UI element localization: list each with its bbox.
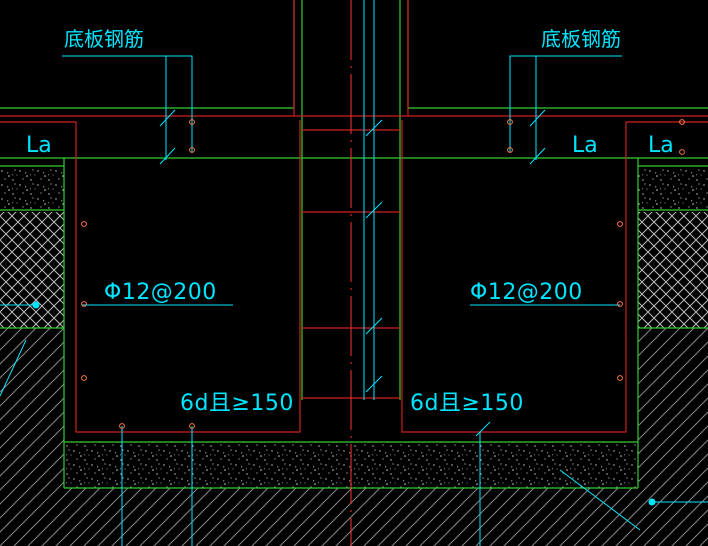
label-lap-rule-right: 6d且≥150 [410, 391, 524, 416]
label-rebar-spec-left: Φ12@200 [104, 280, 217, 305]
label-anchor-la-left: La [26, 133, 52, 158]
soil-hatch [0, 328, 708, 546]
concrete-outline [0, 0, 708, 489]
label-anchor-la-far-right: La [648, 133, 674, 158]
waterproof-crosshatch [0, 212, 708, 328]
grip-points [32, 301, 656, 506]
concrete-cushion [0, 166, 708, 488]
rebar-dots [81, 119, 685, 429]
label-rebar-spec-right: Φ12@200 [470, 280, 583, 305]
label-lap-rule-left: 6d且≥150 [180, 391, 294, 416]
rebar-lines [0, 0, 708, 433]
label-anchor-la-mid-right: La [572, 133, 598, 158]
label-bottom-rebar-left: 底板钢筋 [64, 27, 144, 51]
label-bottom-rebar-right: 底板钢筋 [541, 27, 621, 51]
